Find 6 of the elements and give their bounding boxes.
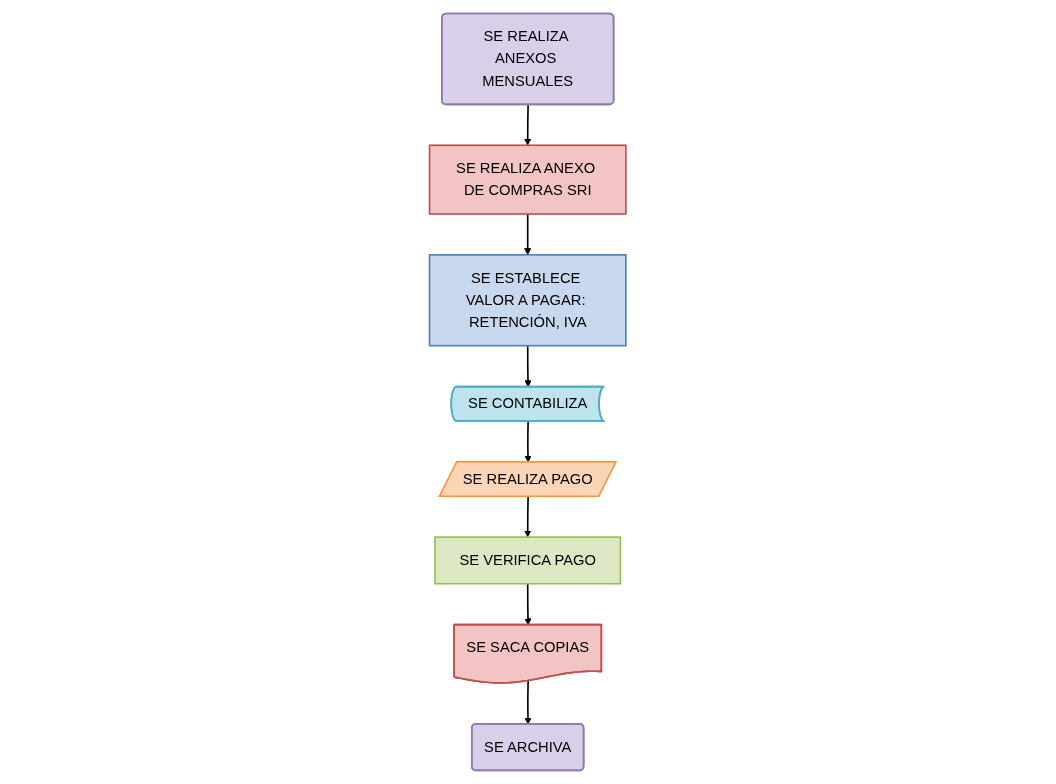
- arrow: [524, 680, 532, 725]
- arrow: [524, 213, 532, 256]
- node-box: SE ESTABLECE VALOR A PAGAR: RETENCIÓN, IVA: [429, 254, 627, 347]
- node-box: SE REALIZA ANEXO DE COMPRAS SRI: [429, 144, 627, 215]
- node-box: SE VERIFICA PAGO: [434, 536, 622, 585]
- arrow: [524, 103, 532, 146]
